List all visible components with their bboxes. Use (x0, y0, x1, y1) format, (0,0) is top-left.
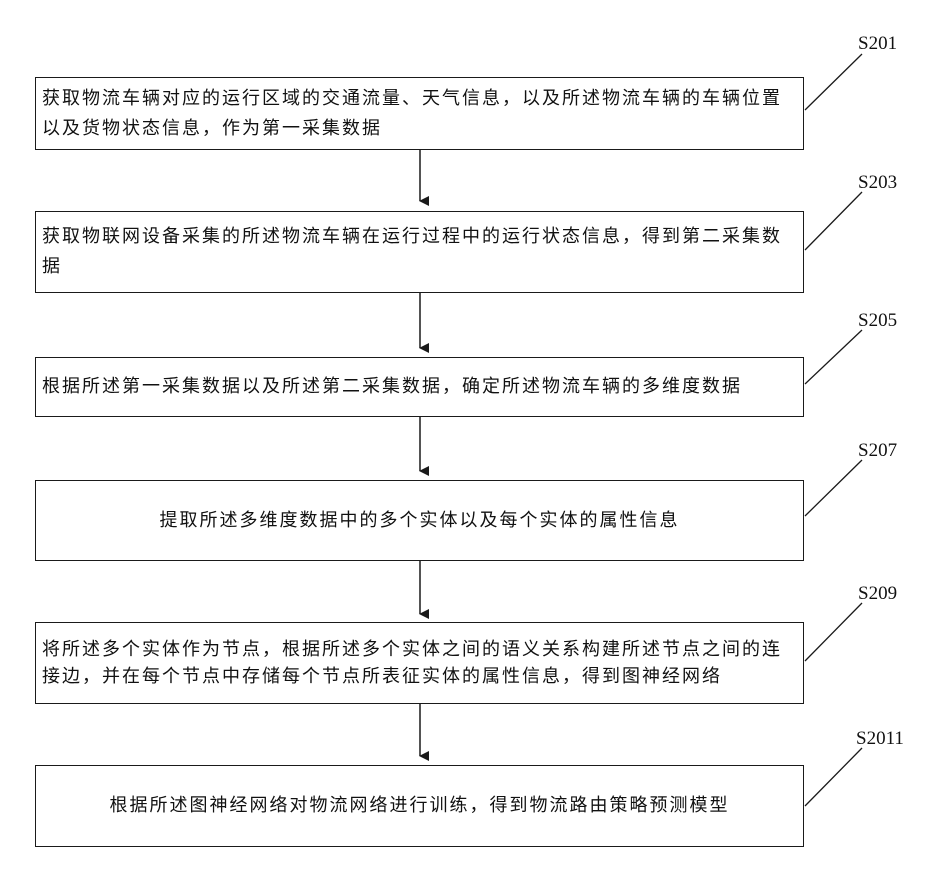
step-text-s203: 获取物联网设备采集的所述物流车辆在运行过程中的运行状态信息，得到第二采集数据 (36, 222, 803, 282)
step-label-s201: S201 (858, 33, 897, 55)
leader-line-s207 (805, 460, 862, 516)
step-label-s205: S205 (858, 310, 897, 332)
step-text-s201: 获取物流车辆对应的运行区域的交通流量、天气信息，以及所述物流车辆的车辆位置以及货… (36, 84, 803, 144)
step-text-s2011: 根据所述图神经网络对物流网络进行训练，得到物流路由策略预测模型 (36, 791, 803, 821)
step-box-s209: 将所述多个实体作为节点，根据所述多个实体之间的语义关系构建所述节点之间的连接边，… (35, 622, 804, 704)
leader-line-s203 (805, 192, 862, 250)
step-box-s201: 获取物流车辆对应的运行区域的交通流量、天气信息，以及所述物流车辆的车辆位置以及货… (35, 77, 804, 150)
step-box-s205: 根据所述第一采集数据以及所述第二采集数据，确定所述物流车辆的多维度数据 (35, 357, 804, 417)
step-label-s203: S203 (858, 172, 897, 194)
step-box-s2011: 根据所述图神经网络对物流网络进行训练，得到物流路由策略预测模型 (35, 765, 804, 847)
leader-line-s201 (805, 54, 862, 110)
step-box-s203: 获取物联网设备采集的所述物流车辆在运行过程中的运行状态信息，得到第二采集数据 (35, 211, 804, 293)
leader-line-s205 (805, 330, 862, 384)
step-box-s207: 提取所述多维度数据中的多个实体以及每个实体的属性信息 (35, 480, 804, 561)
step-text-s207: 提取所述多维度数据中的多个实体以及每个实体的属性信息 (36, 506, 803, 536)
step-text-s209: 将所述多个实体作为节点，根据所述多个实体之间的语义关系构建所述节点之间的连接边，… (36, 636, 803, 690)
step-text-s205: 根据所述第一采集数据以及所述第二采集数据，确定所述物流车辆的多维度数据 (36, 372, 803, 402)
step-label-s207: S207 (858, 440, 897, 462)
step-label-s2011: S2011 (856, 728, 904, 750)
leader-line-s209 (805, 603, 862, 661)
leader-line-s2011 (805, 748, 862, 806)
step-label-s209: S209 (858, 583, 897, 605)
